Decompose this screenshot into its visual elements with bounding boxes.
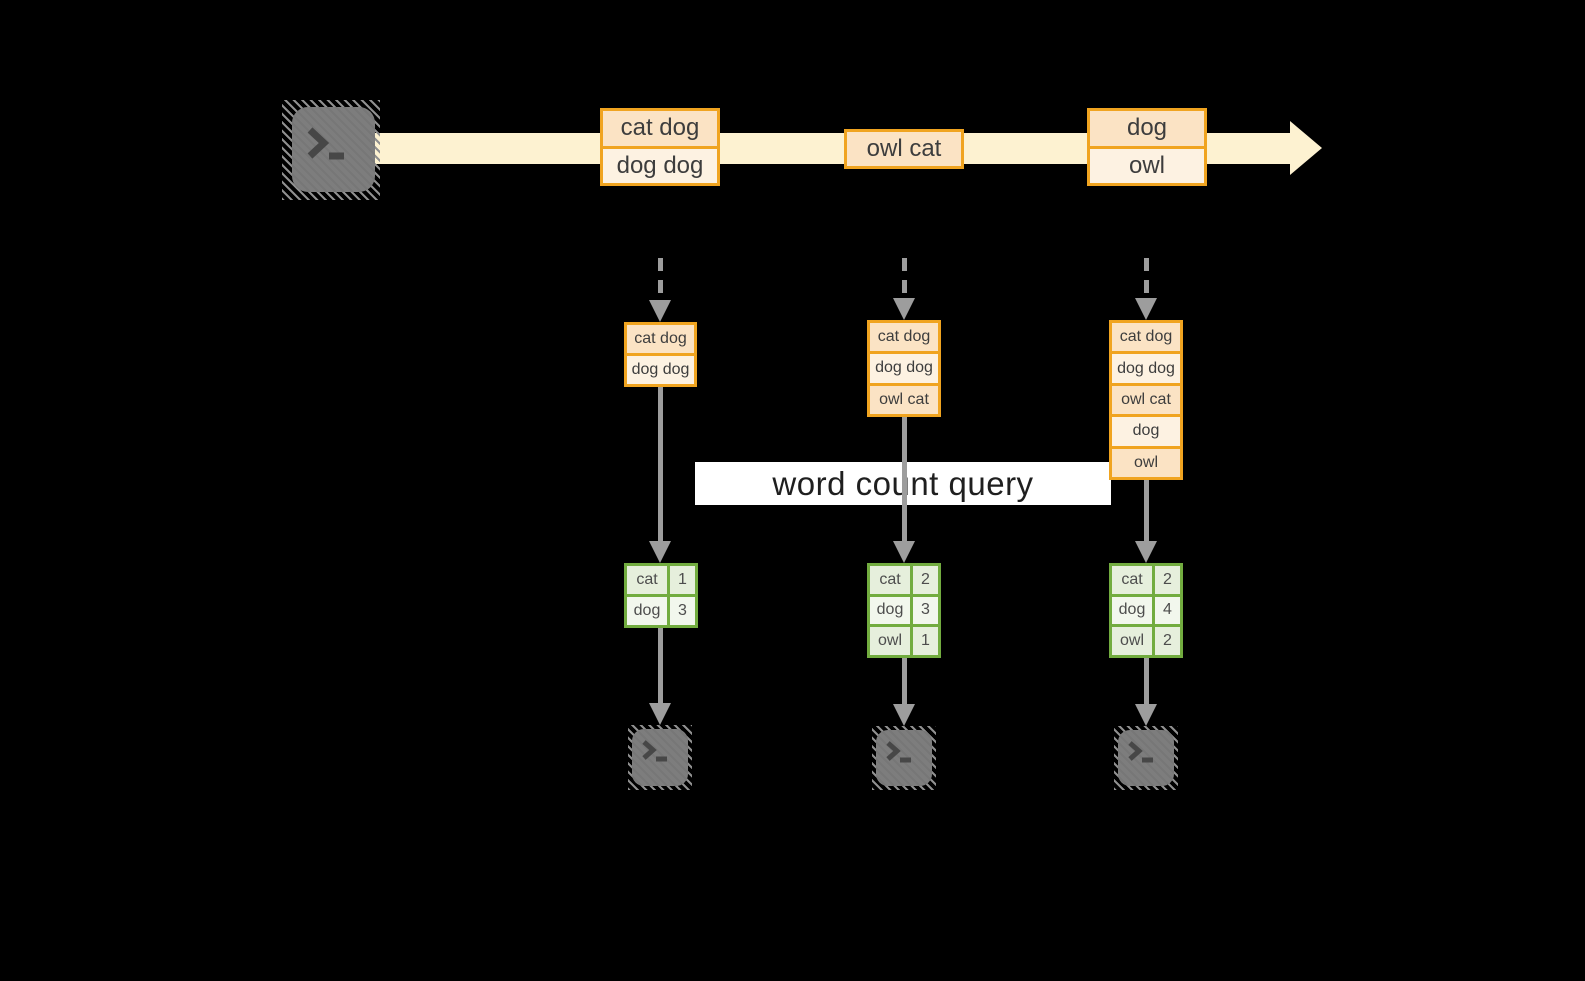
batch-record: dog dog [870, 354, 938, 383]
terminal-prompt-icon [886, 741, 911, 763]
stream-event-record: owl cat [847, 132, 961, 166]
count-word: cat [870, 566, 910, 594]
batch-record: owl [1112, 448, 1180, 478]
batch-record: owl cat [870, 385, 938, 414]
query-arrow-2 [893, 417, 915, 563]
arrow-shaft [657, 628, 663, 703]
micro-batch-box-1: cat dog dog dog [624, 322, 697, 387]
arrow-shaft [901, 258, 907, 298]
batch-record: cat dog [870, 323, 938, 352]
count-value: 4 [1155, 596, 1180, 625]
batch-record: owl cat [1112, 385, 1180, 415]
arrow-head [649, 300, 671, 322]
count-value: 1 [670, 566, 695, 594]
batch-record: dog dog [627, 356, 694, 384]
query-arrow-1 [649, 387, 671, 563]
ingest-arrow-1 [649, 258, 671, 322]
count-value: 3 [913, 596, 938, 625]
count-value: 3 [670, 597, 695, 625]
arrow-head [1135, 298, 1157, 320]
arrow-head [1135, 704, 1157, 726]
batch-record: cat dog [1112, 323, 1180, 352]
batch-record: cat dog [627, 325, 694, 353]
sink-terminal-icon-2 [872, 726, 936, 790]
batch-record: dog [1112, 417, 1180, 446]
arrow-head [893, 704, 915, 726]
arrow-shaft [901, 417, 907, 541]
query-arrow-3 [1135, 480, 1157, 563]
terminal-prompt-icon [642, 740, 667, 762]
stream-event-box-1: cat dog dog dog [600, 108, 720, 186]
count-word: cat [1112, 566, 1152, 594]
stream-event-record: dog [1090, 111, 1204, 146]
count-value: 1 [913, 627, 938, 655]
word-count-table-3: cat 2 dog 4 owl 2 [1109, 563, 1183, 658]
micro-batch-box-2: cat dog dog dog owl cat [867, 320, 941, 417]
arrow-shaft [657, 387, 663, 541]
ingest-arrow-3 [1135, 258, 1157, 320]
count-value: 2 [1155, 566, 1180, 594]
stream-event-box-3: dog owl [1087, 108, 1207, 186]
count-word: cat [627, 566, 667, 594]
micro-batch-box-3: cat dog dog dog owl cat dog owl [1109, 320, 1183, 480]
terminal-body [292, 107, 375, 192]
stream-arrowhead [1290, 121, 1322, 175]
count-word: owl [1112, 627, 1152, 655]
arrow-head [893, 541, 915, 563]
stream-event-box-2: owl cat [844, 129, 964, 169]
sink-arrow-1 [649, 628, 671, 725]
stream-event-record: owl [1090, 148, 1204, 183]
terminal-prompt-icon [307, 127, 344, 160]
batch-record: dog dog [1112, 354, 1180, 383]
count-value: 2 [913, 566, 938, 594]
sink-arrow-2 [893, 658, 915, 726]
sink-terminal-icon-1 [628, 725, 692, 790]
count-word: dog [627, 597, 667, 625]
arrow-head [893, 298, 915, 320]
count-word: dog [1112, 596, 1152, 625]
ingest-arrow-2 [893, 258, 915, 320]
sink-terminal-icon-3 [1114, 726, 1178, 790]
count-word: owl [870, 627, 910, 655]
count-word: dog [870, 596, 910, 625]
word-count-table-1: cat 1 dog 3 [624, 563, 698, 628]
stream-event-record: cat dog [603, 111, 717, 146]
terminal-prompt-icon [1128, 741, 1153, 763]
terminal-body [1118, 730, 1174, 786]
arrow-shaft [1143, 658, 1149, 704]
arrow-shaft [901, 658, 907, 704]
word-count-table-2: cat 2 dog 3 owl 1 [867, 563, 941, 658]
stream-event-record: dog dog [603, 148, 717, 183]
arrow-head [1135, 541, 1157, 563]
arrow-head [649, 703, 671, 725]
arrow-head [649, 541, 671, 563]
arrow-shaft [1143, 480, 1149, 541]
stream-source-terminal-icon [282, 100, 380, 200]
count-value: 2 [1155, 627, 1180, 655]
arrow-shaft [1143, 258, 1149, 298]
sink-arrow-3 [1135, 658, 1157, 726]
arrow-shaft [657, 258, 663, 300]
